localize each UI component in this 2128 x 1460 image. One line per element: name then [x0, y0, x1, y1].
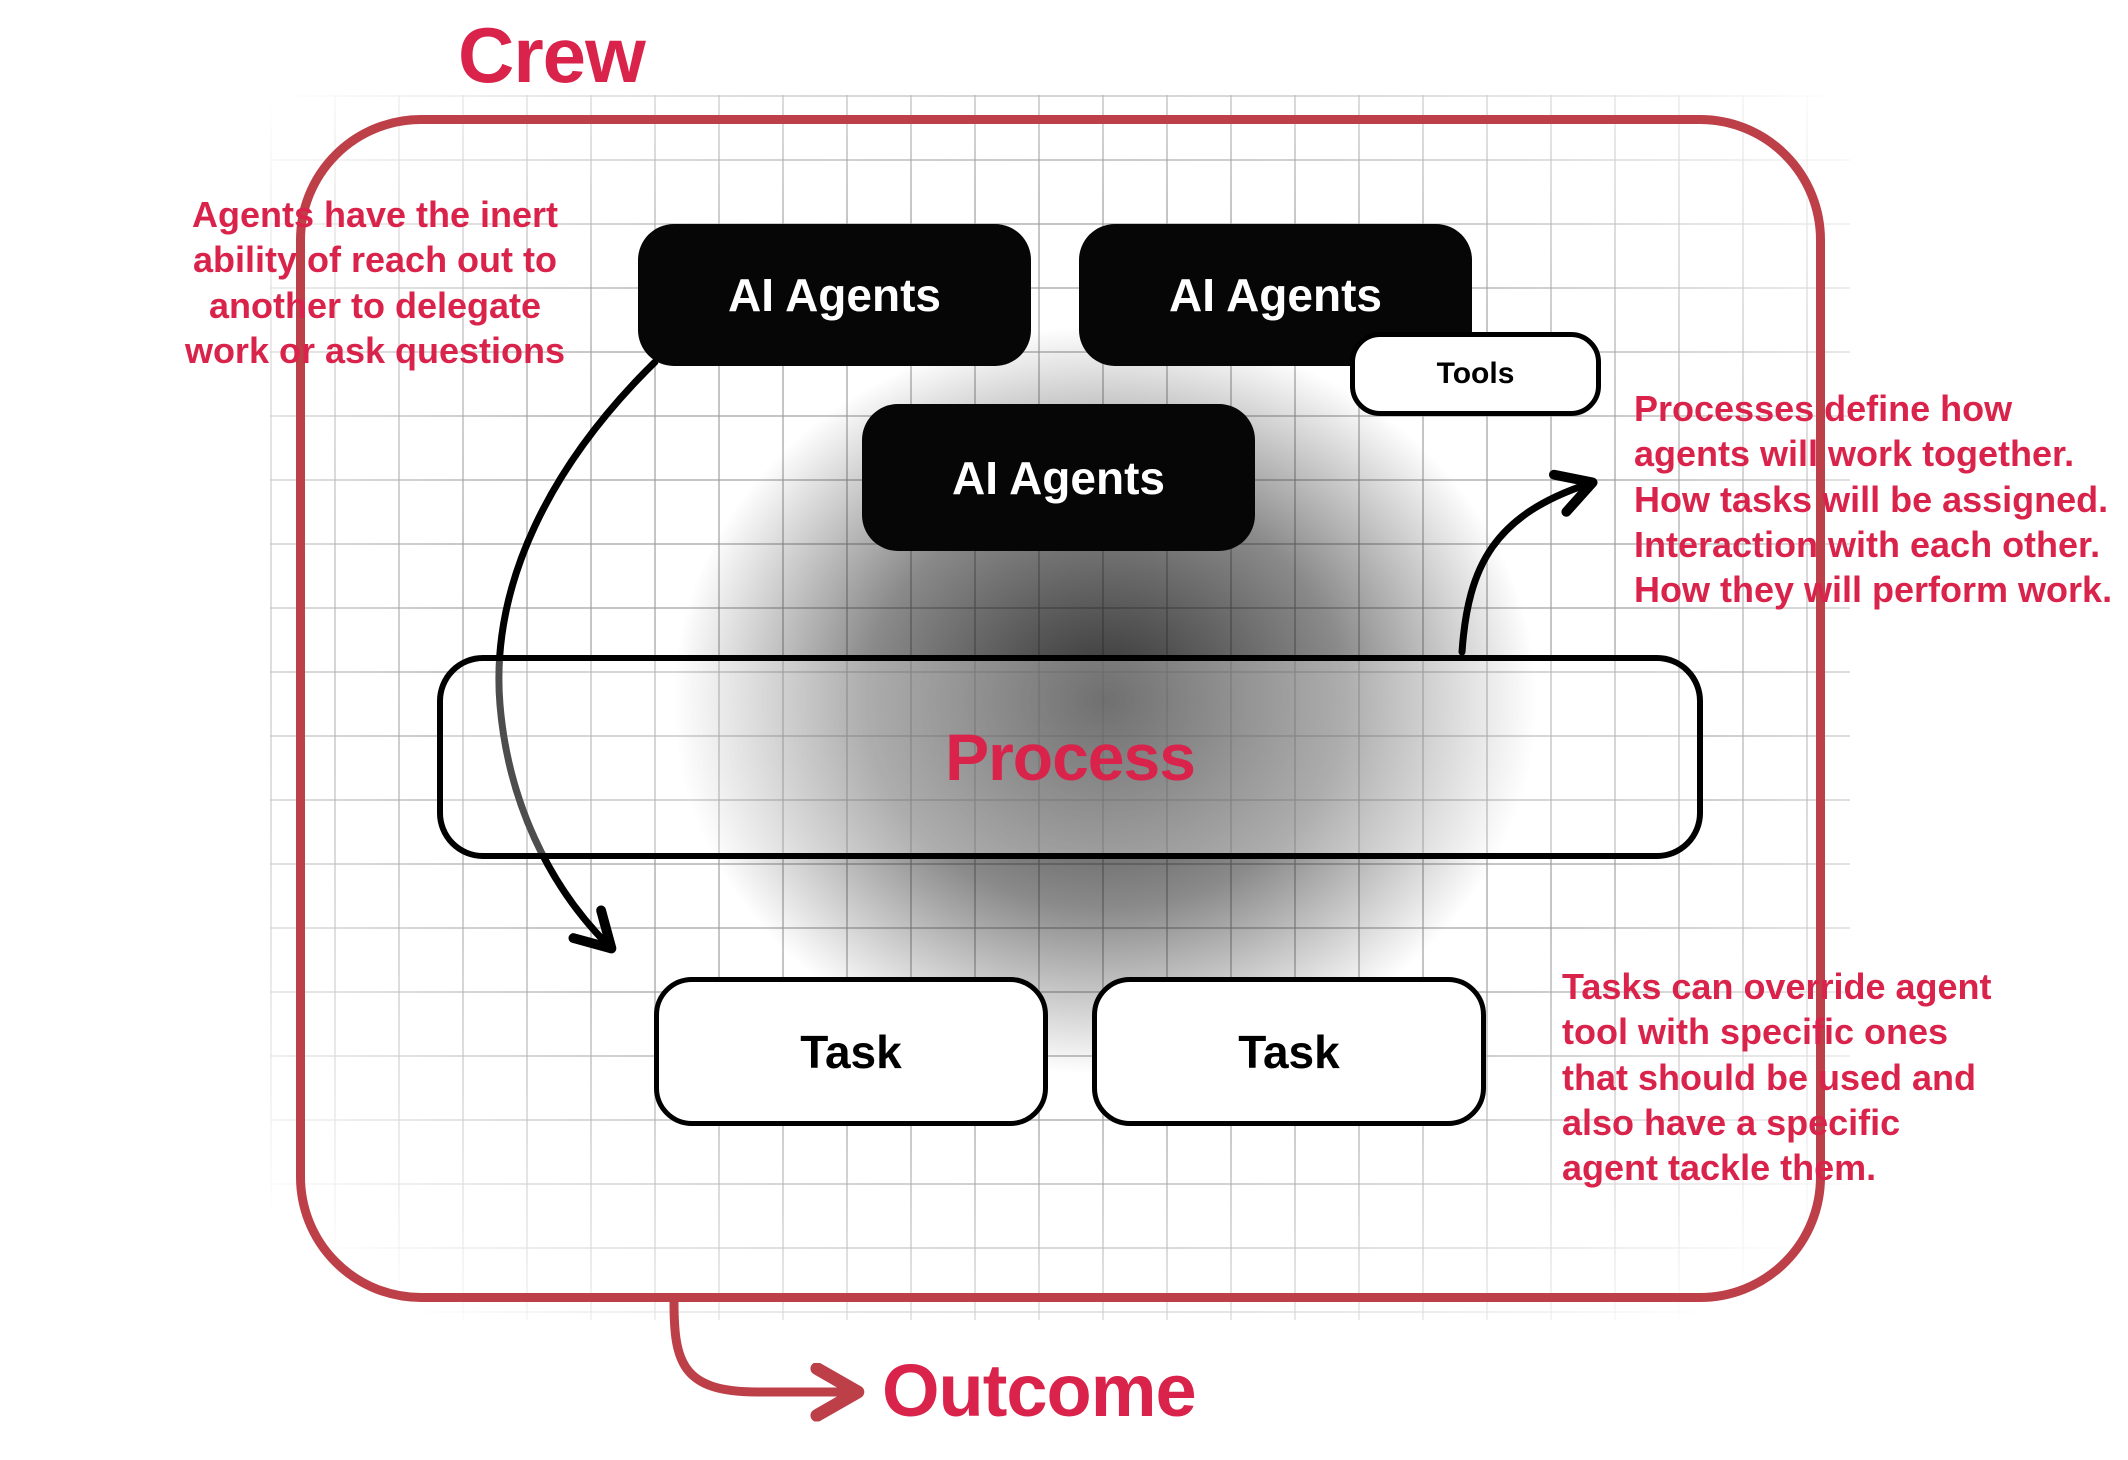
task-box-1: Task — [654, 977, 1048, 1126]
ai-agents-label-2: AI Agents — [1169, 269, 1382, 321]
tools-box: Tools — [1350, 332, 1601, 416]
ai-agents-box-3: AI Agents — [862, 404, 1255, 551]
annotation-tasks: Tasks can override agent tool with speci… — [1562, 966, 1992, 1189]
crew-boundary — [296, 115, 1825, 1302]
task-label-1: Task — [800, 1025, 902, 1078]
annotation-agents-delegation: Agents have the inert ability of reach o… — [184, 194, 566, 372]
annotation-processes: Processes define how agents will work to… — [1634, 388, 2113, 611]
process-box: Process — [437, 655, 1703, 859]
process-label: Process — [945, 720, 1196, 794]
ai-agents-label-3: AI Agents — [952, 451, 1165, 504]
task-box-2: Task — [1092, 977, 1486, 1126]
ai-agents-box-1: AI Agents — [638, 224, 1031, 366]
outcome-arrow — [669, 1297, 852, 1392]
outcome-label: Outcome — [882, 1349, 1197, 1432]
process-annotation-arrow — [1458, 469, 1598, 656]
ai-agents-label-1: AI Agents — [728, 269, 941, 321]
task-label-2: Task — [1238, 1025, 1340, 1078]
tools-label: Tools — [1436, 357, 1515, 390]
delegation-arrow — [495, 358, 659, 954]
crew-label: Crew — [458, 11, 646, 99]
